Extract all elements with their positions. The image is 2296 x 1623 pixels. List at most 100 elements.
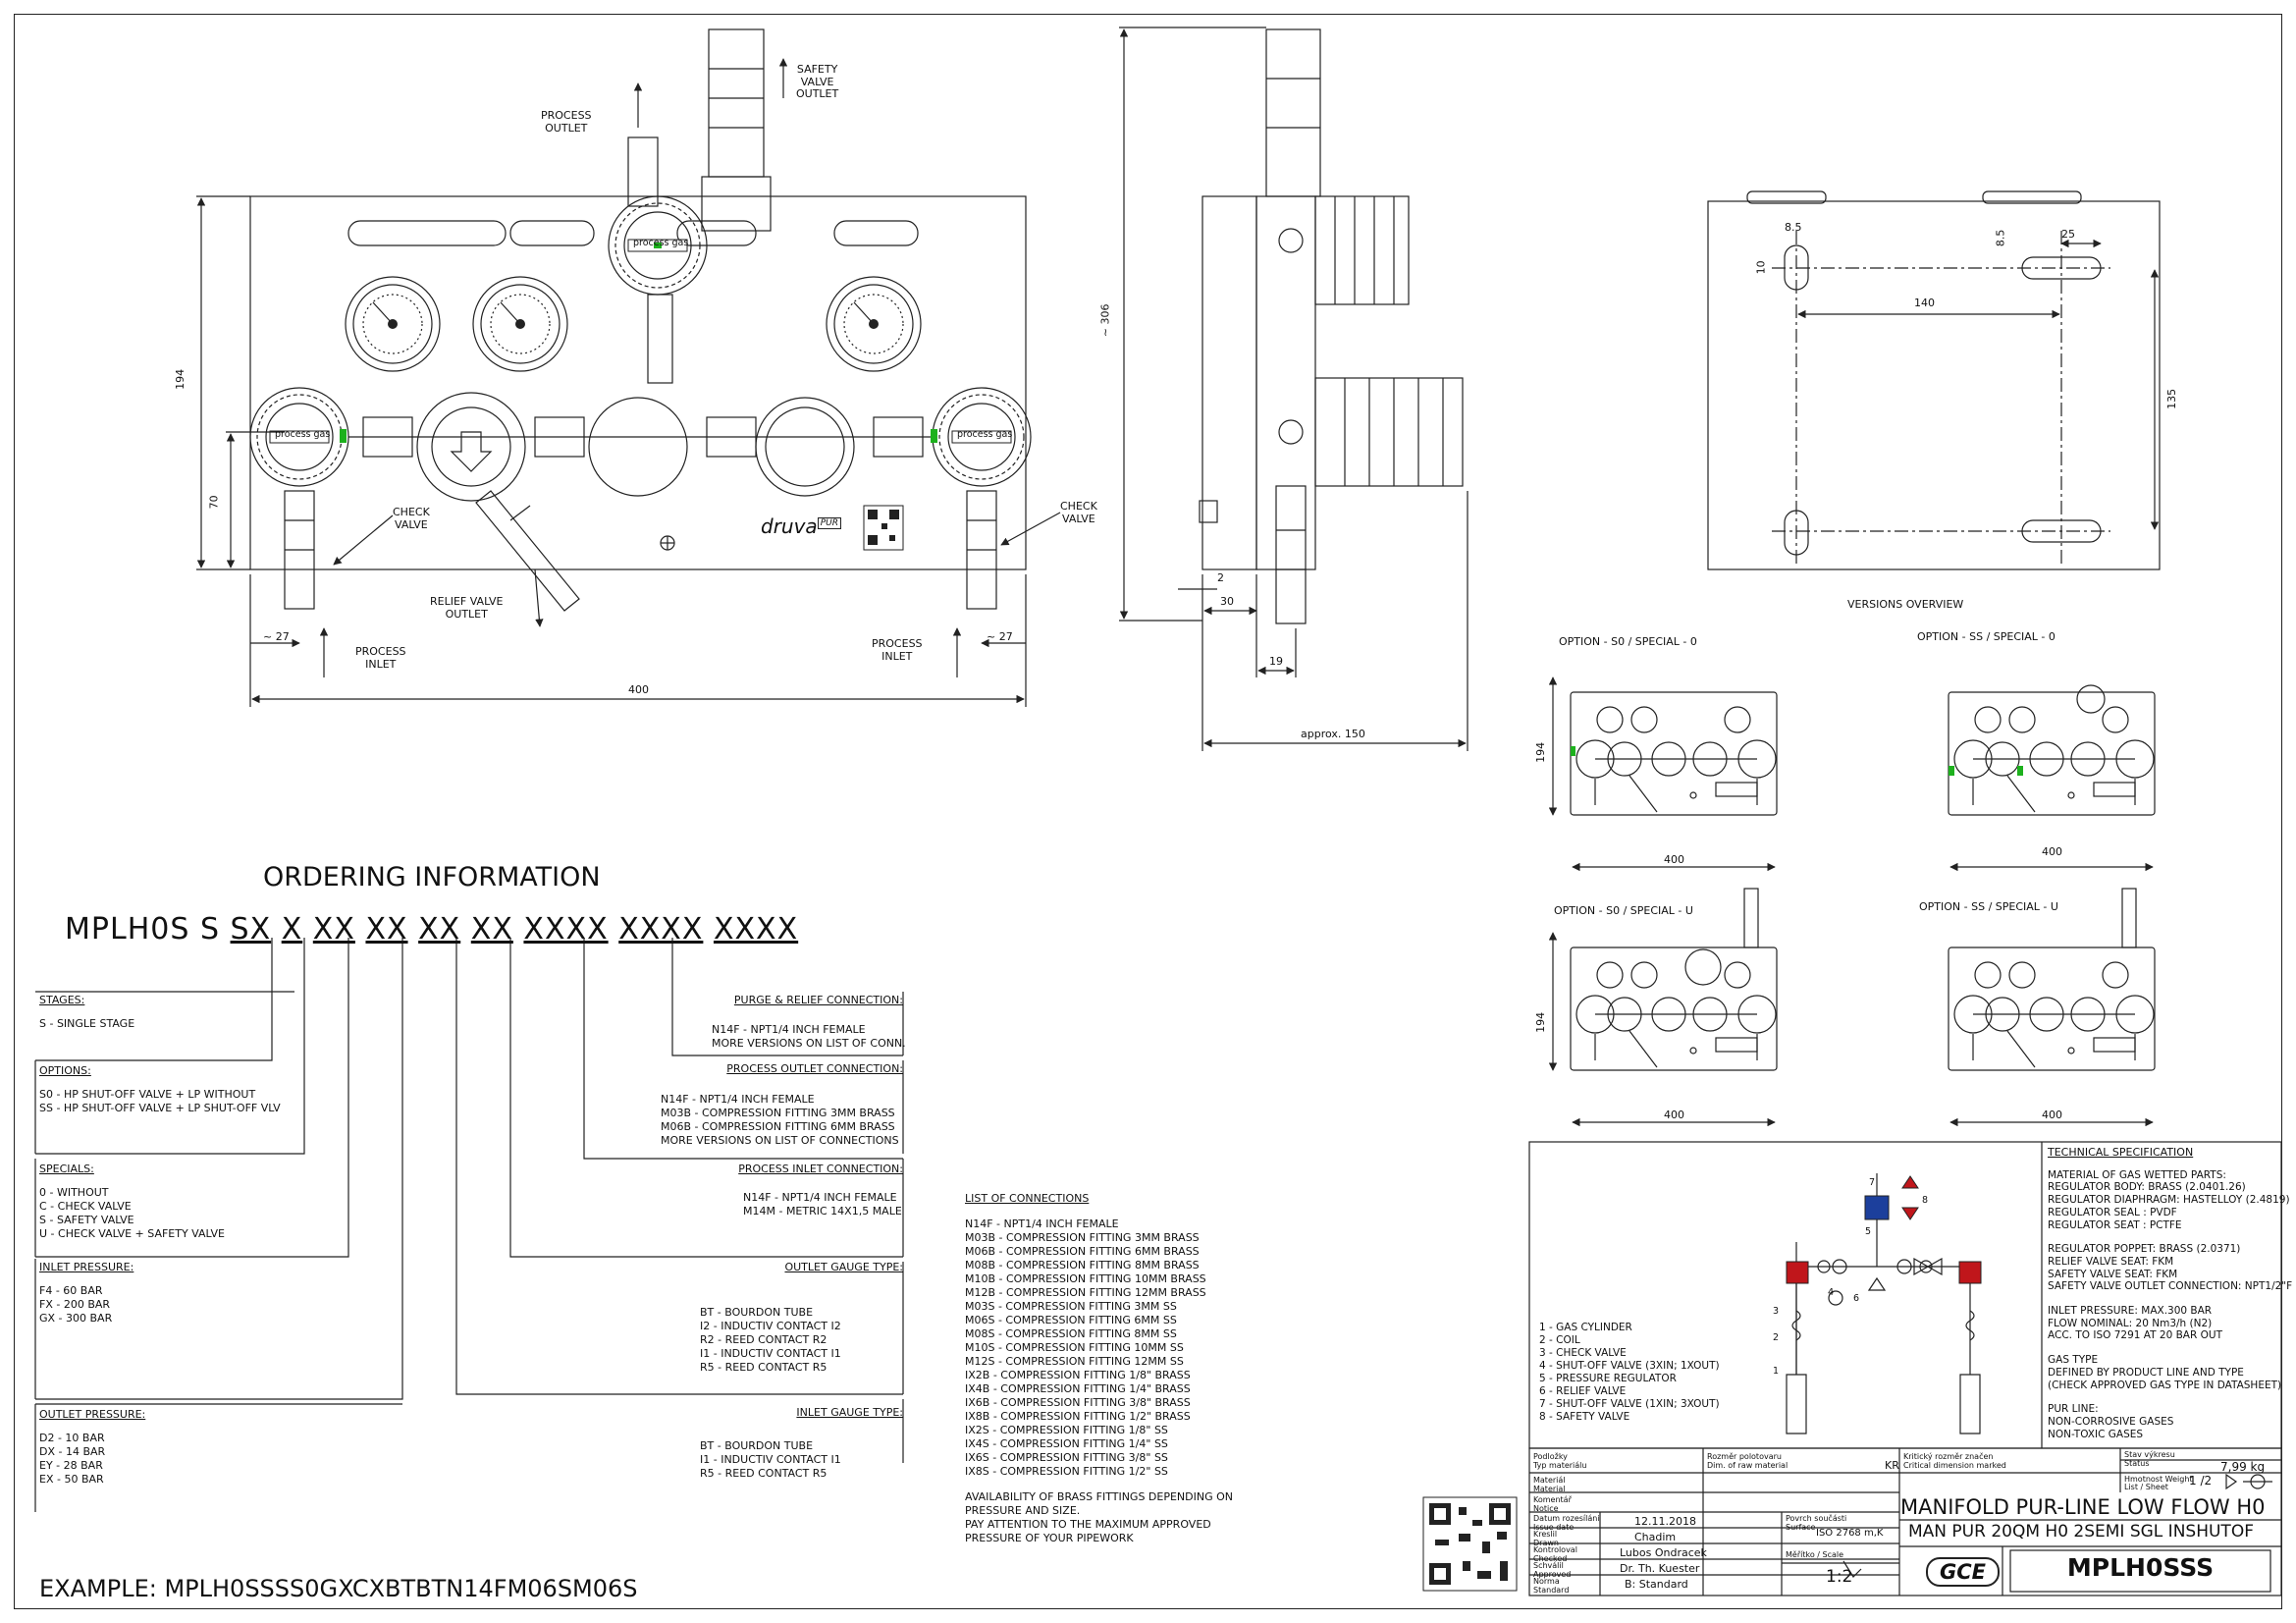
tb-kr: KR: [1885, 1459, 1899, 1472]
tb-title2: MAN PUR 20QM H0 2SEMI SGL INSHUTOF: [1908, 1522, 2254, 1542]
versions-title: VERSIONS OVERVIEW: [1847, 598, 1964, 611]
versions-dim-400-c: 400: [1664, 1109, 1684, 1121]
dim-400: 400: [628, 683, 649, 696]
side-view: [1119, 27, 1468, 751]
stages-section: STAGES: S - SINGLE STAGE: [39, 994, 135, 1030]
ordering-leader-lines: [34, 938, 904, 1512]
versions-dim-194-b: 194: [1534, 1011, 1548, 1033]
versions-dim-400-d: 400: [2042, 1109, 2062, 1121]
check-valve-right-label: CHECK VALVE: [1060, 500, 1097, 525]
check-valve-left-label: CHECK VALVE: [393, 506, 430, 531]
tb-label-o: List / Sheet: [2124, 1483, 2168, 1491]
dim-27-right: ~ 27: [987, 630, 1013, 643]
tb-date: 12.11.2018: [1634, 1515, 1696, 1528]
gce-logo: GCE: [1926, 1557, 2000, 1588]
tb-label-h: Schválil Approved: [1533, 1561, 1572, 1579]
process-gas-left: process gas: [275, 429, 331, 440]
relief-valve-outlet-label: RELIEF VALVE OUTLET: [430, 595, 504, 621]
option-s0-special-0: OPTION - S0 / SPECIAL - 0: [1559, 635, 1697, 648]
tb-label-m: Stav výkresu Status: [2124, 1450, 2175, 1468]
versions-overview: [1548, 676, 2156, 1127]
front-view: [196, 28, 1061, 707]
tb-label-j: Měřítko / Scale: [1786, 1550, 1844, 1559]
tb-title1: MANIFOLD PUR-LINE LOW FLOW H0: [1900, 1495, 2266, 1519]
technical-specification: TECHNICAL SPECIFICATION MATERIAL OF GAS …: [2048, 1146, 2293, 1440]
option-s0-special-u: OPTION - S0 / SPECIAL - U: [1554, 904, 1693, 917]
dim-2: 2: [1217, 571, 1224, 584]
tb-weight: 7,99 kg: [2220, 1460, 2266, 1474]
versions-dim-400-a: 400: [1664, 853, 1684, 866]
dim-70: 70: [207, 495, 221, 510]
inlet-gauge-hdr: INLET GAUGE TYPE:: [796, 1406, 903, 1419]
process-outlet-items: N14F - NPT1/4 INCH FEMALE M03B - COMPRES…: [661, 1093, 899, 1147]
process-inlet-hdr: PROCESS INLET CONNECTION:: [738, 1163, 903, 1175]
tb-label-e: Datum rozesíláni Issue date: [1533, 1514, 1600, 1532]
tb-iso: ISO 2768 m,K: [1816, 1528, 1884, 1539]
tb-label-a: Podložky Typ materiálu: [1533, 1452, 1587, 1470]
dim-194: 194: [174, 368, 187, 390]
tb-scale: 1:2: [1826, 1567, 1853, 1587]
dim-135: 135: [2165, 388, 2179, 409]
outlet-gauge-hdr: OUTLET GAUGE TYPE:: [784, 1261, 903, 1273]
option-ss-special-0: OPTION - SS / SPECIAL - 0: [1917, 630, 2056, 643]
drawing-frame: [14, 14, 2282, 1609]
tb-approved: Dr. Th. Kuester: [1620, 1562, 1700, 1575]
option-ss-special-u: OPTION - SS / SPECIAL - U: [1919, 900, 2058, 913]
tb-checked: Lubos Ondracek: [1620, 1546, 1707, 1559]
example-code: EXAMPLE: MPLH0SSSS0GXCXBTBTN14FM06SM06S: [39, 1575, 638, 1602]
schematic-legend: 1 - GAS CYLINDER 2 - COIL 3 - CHECK VALV…: [1539, 1322, 1720, 1423]
schem-num-3: 3: [1773, 1306, 1780, 1317]
options-section: OPTIONS: S0 - HP SHUT-OFF VALVE + LP WIT…: [39, 1064, 281, 1114]
tb-label-n: Hmotnost Weight: [2124, 1475, 2193, 1484]
dim-306: ~ 306: [1098, 303, 1112, 338]
purge-items: N14F - NPT1/4 INCH FEMALE MORE VERSIONS …: [712, 1023, 906, 1050]
schem-num-1: 1: [1773, 1366, 1780, 1377]
process-outlet-hdr: PROCESS OUTLET CONNECTION:: [726, 1062, 903, 1075]
tb-label-l: Povrch součásti Surface: [1786, 1514, 1847, 1532]
tb-label-g: Kontroloval Checked: [1533, 1545, 1577, 1563]
tb-label-i: Norma Standard: [1533, 1577, 1570, 1595]
process-gas-right: process gas: [957, 429, 1013, 440]
schem-num-2: 2: [1773, 1332, 1780, 1343]
order-code: MPLH0S S SX X XX XX XX XX XXXX XXXX XXXX: [65, 912, 799, 947]
outlet-pressure-section: OUTLET PRESSURE: D2 - 10 BAR DX - 14 BAR…: [39, 1408, 146, 1486]
tb-label-f: Kreslil Drawn: [1533, 1530, 1559, 1547]
purge-section: PURGE & RELIEF CONNECTION:: [733, 994, 903, 1006]
dim-approx-150: approx. 150: [1301, 728, 1365, 740]
outlet-gauge-items: BT - BOURDON TUBE I2 - INDUCTIV CONTACT …: [700, 1306, 841, 1374]
dim-27-left: ~ 27: [263, 630, 290, 643]
schem-num-8: 8: [1922, 1195, 1929, 1206]
dim-25: 25: [2061, 228, 2075, 241]
process-inlet-items: N14F - NPT1/4 INCH FEMALE M14M - METRIC …: [743, 1191, 902, 1217]
title-block-grid: [1528, 1447, 2282, 1596]
connections-list: LIST OF CONNECTIONS N14F - NPT1/4 INCH F…: [965, 1192, 1234, 1544]
tb-label-c: Materiál Material: [1533, 1476, 1566, 1493]
tb-sheet: 1 /2: [2189, 1474, 2213, 1488]
schem-num-4: 4: [1828, 1287, 1835, 1298]
versions-dim-194-a: 194: [1534, 741, 1548, 763]
safety-valve-outlet-label: SAFETY VALVE OUTLET: [796, 63, 839, 101]
tb-label-d: Komentář Notice: [1533, 1495, 1572, 1513]
dim-19: 19: [1269, 655, 1283, 668]
schem-num-7: 7: [1869, 1177, 1876, 1188]
process-inlet-left-label: PROCESS INLET: [355, 645, 406, 671]
specials-section: SPECIALS: 0 - WITHOUT C - CHECK VALVE S …: [39, 1163, 225, 1240]
ordering-title: ORDERING INFORMATION: [263, 862, 601, 893]
tb-standard: B: Standard: [1625, 1578, 1688, 1591]
schem-num-6: 6: [1853, 1293, 1860, 1304]
process-gas-top: process gas: [633, 238, 689, 248]
versions-dim-400-b: 400: [2042, 845, 2062, 858]
tb-label-k: Kritický rozměr značen Critical dimensio…: [1903, 1452, 2006, 1470]
tb-label-b: Rozměr polotovaru Dim. of raw material: [1707, 1452, 1789, 1470]
plate-view: [1707, 190, 2161, 570]
dim-140: 140: [1914, 297, 1935, 309]
dim-8-5-a: 8.5: [1785, 221, 1802, 234]
qr-code: [1422, 1496, 1518, 1592]
tb-part-number: MPLH0SSS: [2066, 1553, 2215, 1582]
schem-num-5: 5: [1865, 1226, 1872, 1237]
process-inlet-right-label: PROCESS INLET: [872, 637, 923, 663]
dim-10: 10: [1754, 260, 1768, 275]
inlet-gauge-items: BT - BOURDON TUBE I1 - INDUCTIV CONTACT …: [700, 1439, 841, 1480]
